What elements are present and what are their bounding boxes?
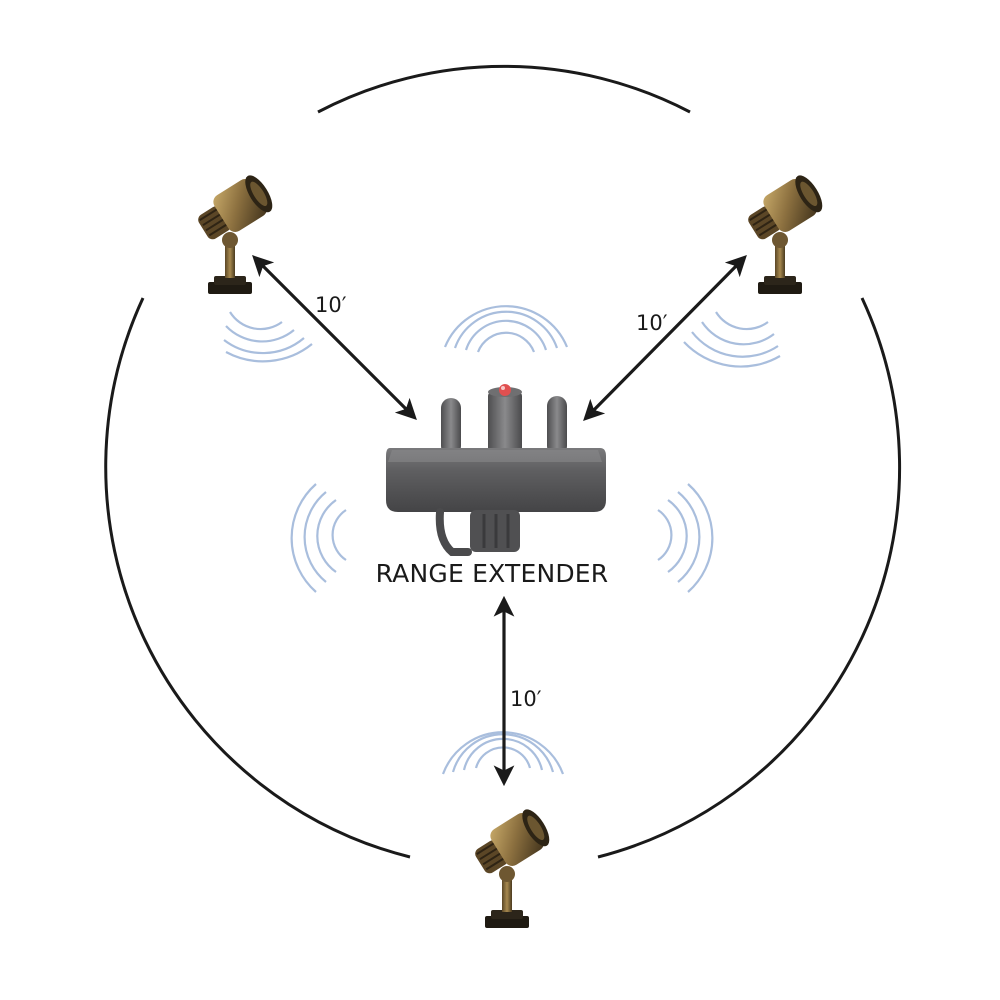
signal-waves-left [290,483,347,593]
signal-waves-spot-top-right [683,311,781,368]
signal-waves-top [443,305,569,353]
signal-waves-spot-top-left [223,311,313,363]
spotlight-icon-top-left [190,170,279,295]
extender-antenna-right [547,396,567,456]
double-arrow-icon [252,255,747,787]
extender-antenna-left [441,398,461,456]
coverage-arc-right [597,297,902,859]
extender-indicator-light [499,384,511,396]
spotlight-icon-top-right [740,170,829,295]
coverage-circle [104,64,902,859]
range-extender-icon [386,384,606,556]
coverage-arc-left [104,297,411,859]
distance-label-top-right: 10′ [636,311,668,335]
extender-center-post [488,392,522,458]
spotlight-icon-bottom [467,804,556,929]
range-extender-label: RANGE EXTENDER [376,559,609,588]
distance-label-top-left: 10′ [315,293,347,317]
arrow-top-right [583,255,747,421]
coverage-arc-top [317,64,691,114]
arrow-top-left [252,255,417,420]
signal-waves-right [657,483,714,593]
distance-label-bottom: 10′ [510,687,542,711]
